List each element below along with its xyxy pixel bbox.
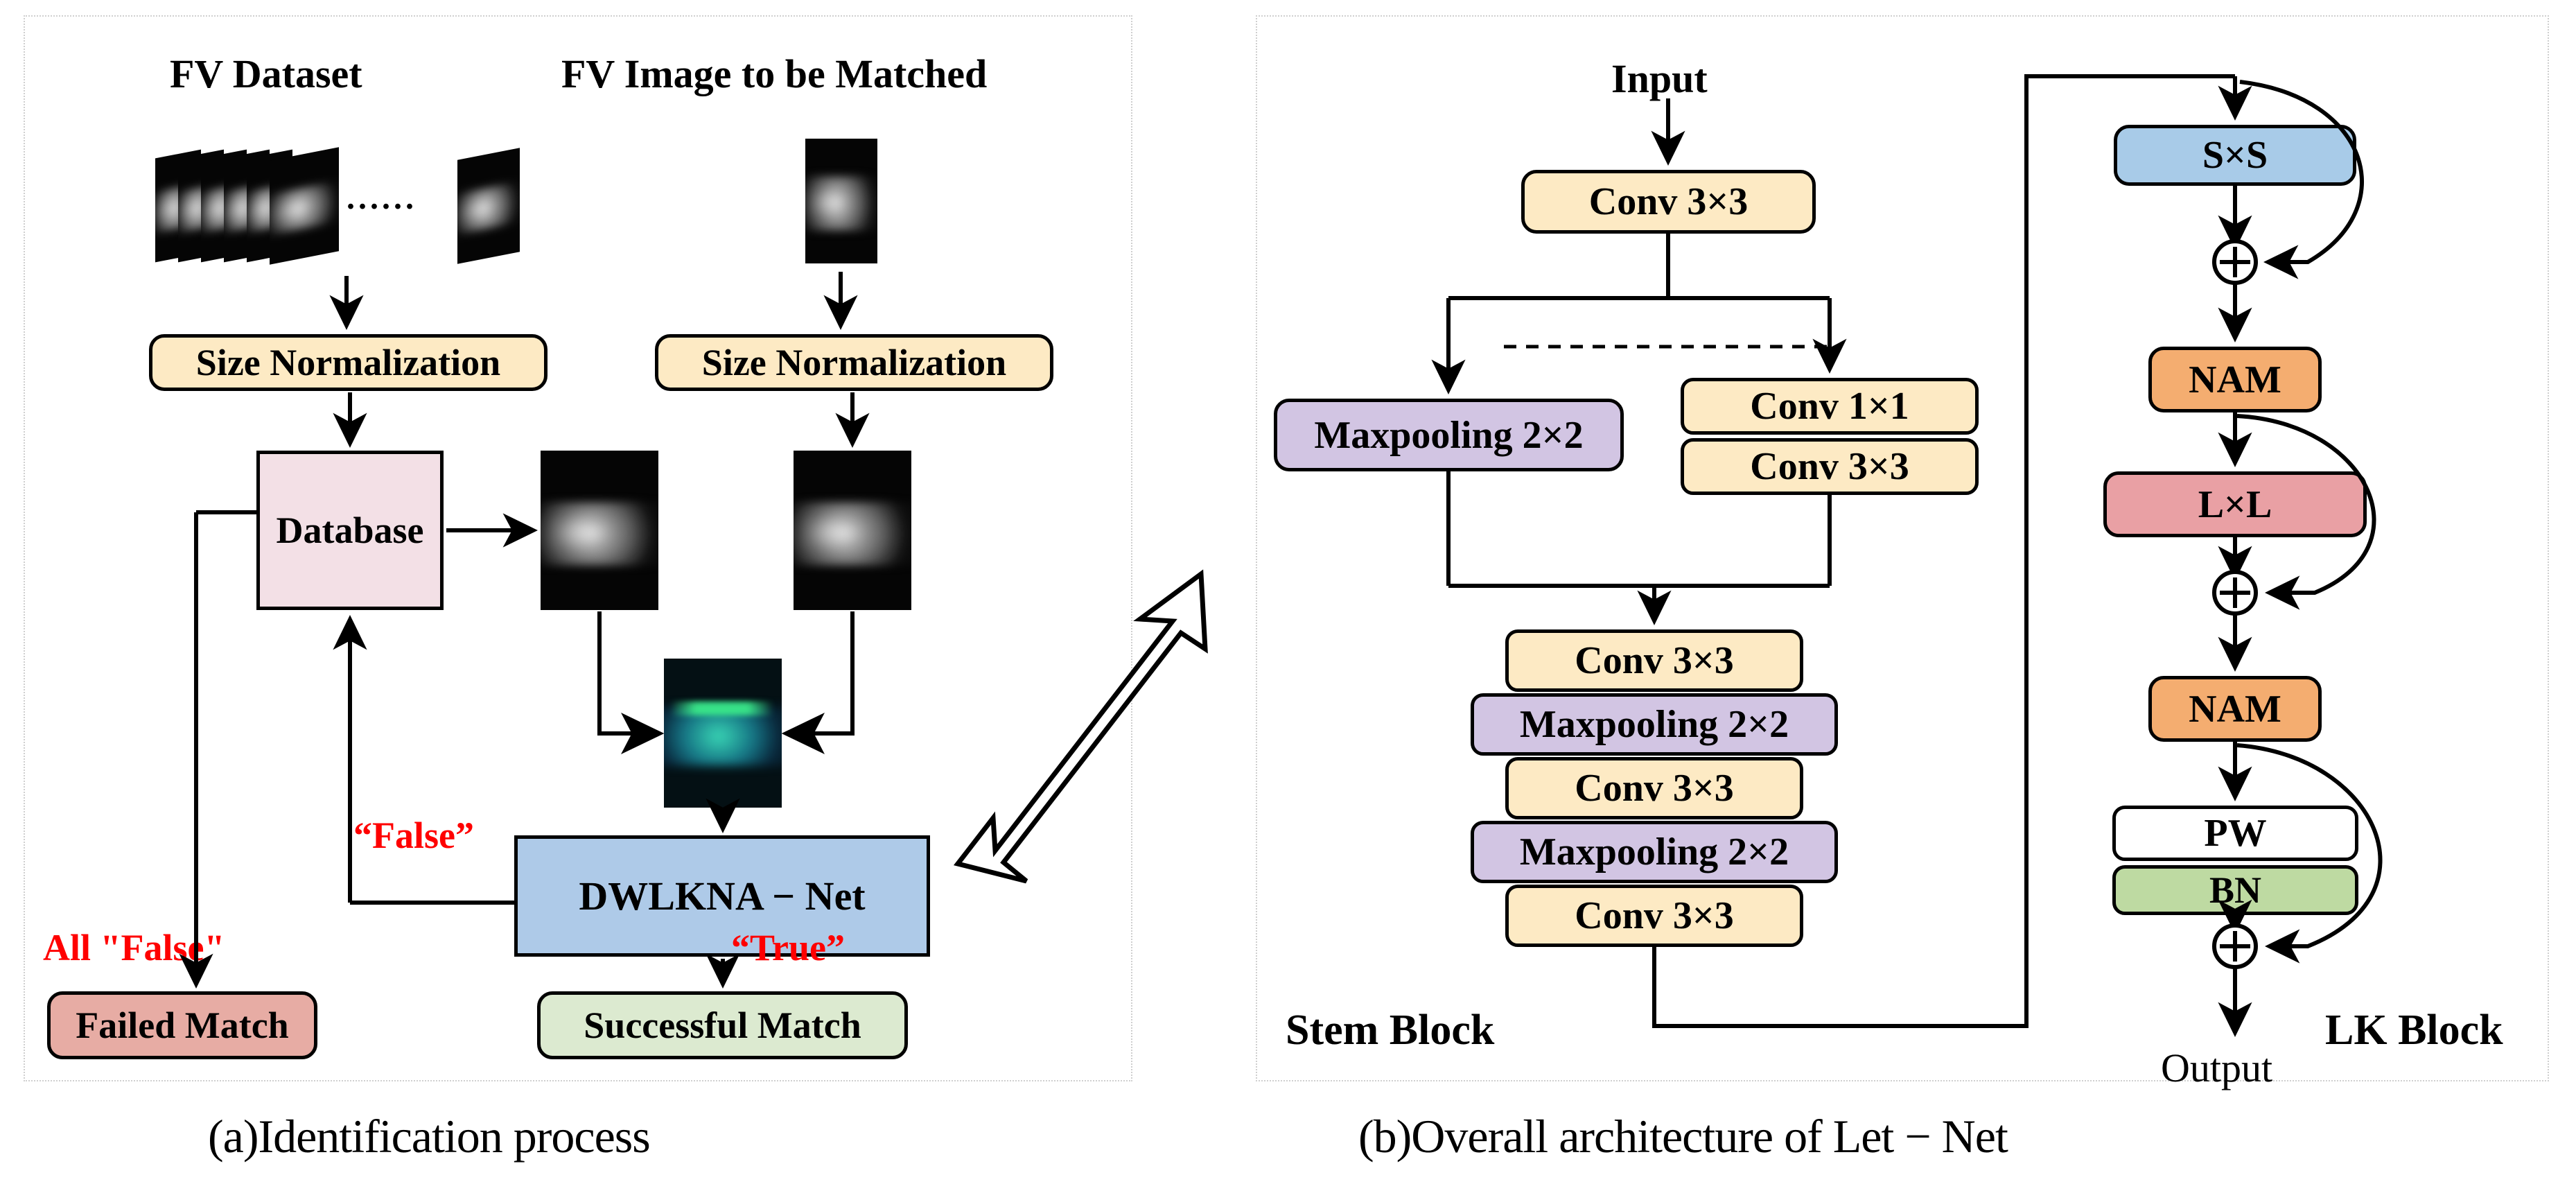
lk-pointwise-box[interactable]: PW [2112,806,2358,861]
lk-nam-box-1[interactable]: NAM [2148,347,2322,412]
size-normalization-right-label: Size Normalization [701,342,1007,383]
fv-dataset-heading: FV Dataset [170,51,362,96]
stem-tail-pool-box[interactable]: Maxpooling 2×2 [1471,693,1838,756]
size-normalization-right-box[interactable]: Size Normalization [655,334,1053,391]
normalized-gallery-image [541,451,658,610]
input-label: Input [1611,56,1708,101]
panel-b-caption: (b)Overall architecture of Let − Net [1358,1110,2008,1163]
stem-tail-label: Conv 3×3 [1575,894,1734,937]
fv-probe-heading: FV Image to be Matched [561,51,988,96]
lk-large-kernel-box[interactable]: L×L [2103,471,2367,537]
database-box[interactable]: Database [256,451,444,610]
stem-conv1x1-label: Conv 1×1 [1750,385,1909,428]
stem-tail-conv-box[interactable]: Conv 3×3 [1505,885,1803,947]
lk-small-kernel-box[interactable]: S×S [2114,125,2356,186]
dataset-ellipsis: ...... [347,180,417,216]
lk-pointwise-label: PW [2204,812,2267,855]
lk-batchnorm-box[interactable]: BN [2112,865,2358,915]
lk-block-title: LK Block [2325,1007,2503,1054]
lk-nam-label: NAM [2189,687,2281,731]
stem-maxpooling-branch-box[interactable]: Maxpooling 2×2 [1274,399,1624,471]
lk-large-kernel-label: L×L [2198,482,2272,526]
lk-batchnorm-label: BN [2209,869,2261,911]
size-normalization-left-label: Size Normalization [195,342,501,383]
stem-block-title: Stem Block [1286,1007,1495,1054]
size-normalization-left-box[interactable]: Size Normalization [149,334,547,391]
stem-tail-label: Conv 3×3 [1575,767,1734,810]
output-label: Output [2161,1045,2273,1090]
stem-tail-label: Maxpooling 2×2 [1519,703,1789,746]
database-label: Database [276,510,424,551]
dwlkna-net-label: DWLKNA − Net [579,873,866,919]
stem-conv3x3-branch-box[interactable]: Conv 3×3 [1681,438,1979,495]
fv-dataset-image-last [457,148,520,264]
stem-tail-conv-box[interactable]: Conv 3×3 [1505,629,1803,692]
dwlkna-net-box[interactable]: DWLKNA − Net [514,835,930,957]
all-false-label: All "False" [43,927,225,968]
true-label: “True” [731,927,845,968]
panel-a-border [24,15,1132,1081]
lk-nam-label: NAM [2189,358,2281,401]
stem-tail-conv-box[interactable]: Conv 3×3 [1505,757,1803,819]
panel-a-caption: (a)Identification process [208,1110,651,1163]
fv-probe-image [805,139,877,263]
panel-b-border [1256,15,2549,1081]
stem-tail-label: Maxpooling 2×2 [1519,831,1789,873]
stem-tail-pool-box[interactable]: Maxpooling 2×2 [1471,821,1838,883]
fv-dataset-image [270,147,339,265]
failed-match-box[interactable]: Failed Match [47,991,317,1059]
fused-heatmap-image [664,659,782,808]
stem-maxpooling-branch-label: Maxpooling 2×2 [1314,413,1584,457]
false-feedback-label: “False” [353,815,474,856]
lk-small-kernel-label: S×S [2202,134,2268,177]
stem-tail-label: Conv 3×3 [1575,639,1734,682]
successful-match-label: Successful Match [584,1005,861,1046]
stem-conv3x3-head-label: Conv 3×3 [1588,180,1749,223]
normalized-probe-image [794,451,911,610]
failed-match-label: Failed Match [76,1005,289,1046]
stem-conv3x3-head-box[interactable]: Conv 3×3 [1521,170,1816,234]
lk-nam-box-2[interactable]: NAM [2148,676,2322,742]
successful-match-box[interactable]: Successful Match [537,991,908,1059]
stem-conv1x1-box[interactable]: Conv 1×1 [1681,378,1979,435]
stem-conv3x3-branch-label: Conv 3×3 [1750,445,1909,488]
